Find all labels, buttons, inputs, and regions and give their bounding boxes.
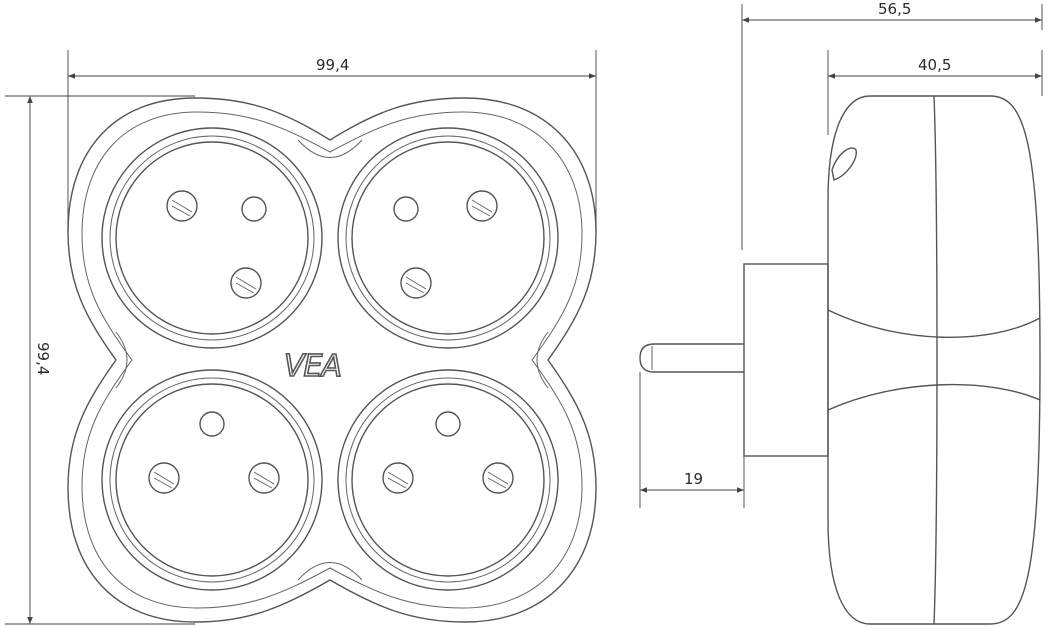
plug-pin xyxy=(639,343,744,373)
front-outer-outline xyxy=(67,97,597,623)
dimension-side-total: 56,5 xyxy=(741,0,1043,250)
notch-right xyxy=(536,331,549,389)
dimension-front-width: 99,4 xyxy=(67,50,597,232)
notch-bottom xyxy=(297,562,363,581)
side-indicator-icon xyxy=(831,147,857,181)
front-view: VEA xyxy=(67,97,597,623)
plug-base xyxy=(743,263,829,457)
side-body-seam xyxy=(933,95,938,625)
side-body-label: 40,5 xyxy=(918,56,951,74)
socket-top-right xyxy=(337,127,559,349)
dimension-front-height: 99,4 xyxy=(5,95,195,625)
brand-logo: VEA xyxy=(284,349,341,384)
dimension-side-body: 40,5 xyxy=(827,50,1043,135)
front-inner-outline xyxy=(81,111,583,609)
socket-top-left xyxy=(101,127,323,349)
side-body-waist-lower xyxy=(827,383,1041,411)
socket-holes xyxy=(148,190,514,494)
notch-left xyxy=(115,331,128,389)
side-total-label: 56,5 xyxy=(878,0,911,18)
dimension-pin-length: 19 xyxy=(639,372,745,508)
socket-bottom-right xyxy=(337,369,559,591)
pin-length-label: 19 xyxy=(684,470,703,488)
socket-bottom-left xyxy=(101,369,323,591)
side-body-outline xyxy=(827,95,1041,625)
front-height-label: 99,4 xyxy=(34,342,52,375)
side-view xyxy=(639,95,1041,625)
side-body-waist xyxy=(827,309,1041,338)
notch-top xyxy=(297,139,363,158)
front-width-label: 99,4 xyxy=(316,56,349,74)
